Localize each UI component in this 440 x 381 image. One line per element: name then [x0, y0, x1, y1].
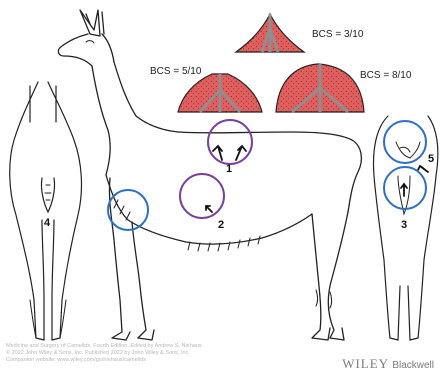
- bcs-label-high: BCS = 8/10: [360, 71, 411, 81]
- circle-ribs: [180, 174, 224, 218]
- marker-2: 2: [218, 220, 224, 231]
- circle-chest: [108, 190, 148, 230]
- publisher-logo: WILEY Blackwell: [342, 356, 434, 372]
- circle-perineum: [384, 167, 426, 209]
- palpation-arrows: [206, 146, 428, 212]
- loin-cross-section-high: [276, 64, 364, 112]
- bcs-label-medium: BCS = 5/10: [150, 67, 201, 77]
- publisher-sub: Blackwell: [392, 360, 434, 371]
- loin-cross-section-low: [236, 14, 304, 52]
- rear-view-llama: [10, 82, 82, 340]
- marker-4: 4: [44, 218, 50, 229]
- circle-spine-loin: [208, 120, 252, 164]
- marker-1: 1: [226, 164, 232, 175]
- copyright-credit: Medicine and Surgery of Camelids, Fourth…: [6, 343, 236, 364]
- credit-line: © 2022 John Wiley & Sons, Inc. Published…: [6, 350, 236, 357]
- loin-cross-section-medium: [178, 74, 262, 112]
- credit-line: Medicine and Surgery of Camelids, Fourth…: [6, 343, 236, 350]
- publisher-brand: WILEY: [342, 356, 389, 371]
- marker-3: 3: [401, 220, 407, 231]
- credit-line: Companion website: www.wiley.com/go/nieh…: [6, 357, 236, 364]
- marker-5: 5: [428, 154, 434, 165]
- bcs-label-low: BCS = 3/10: [312, 30, 363, 40]
